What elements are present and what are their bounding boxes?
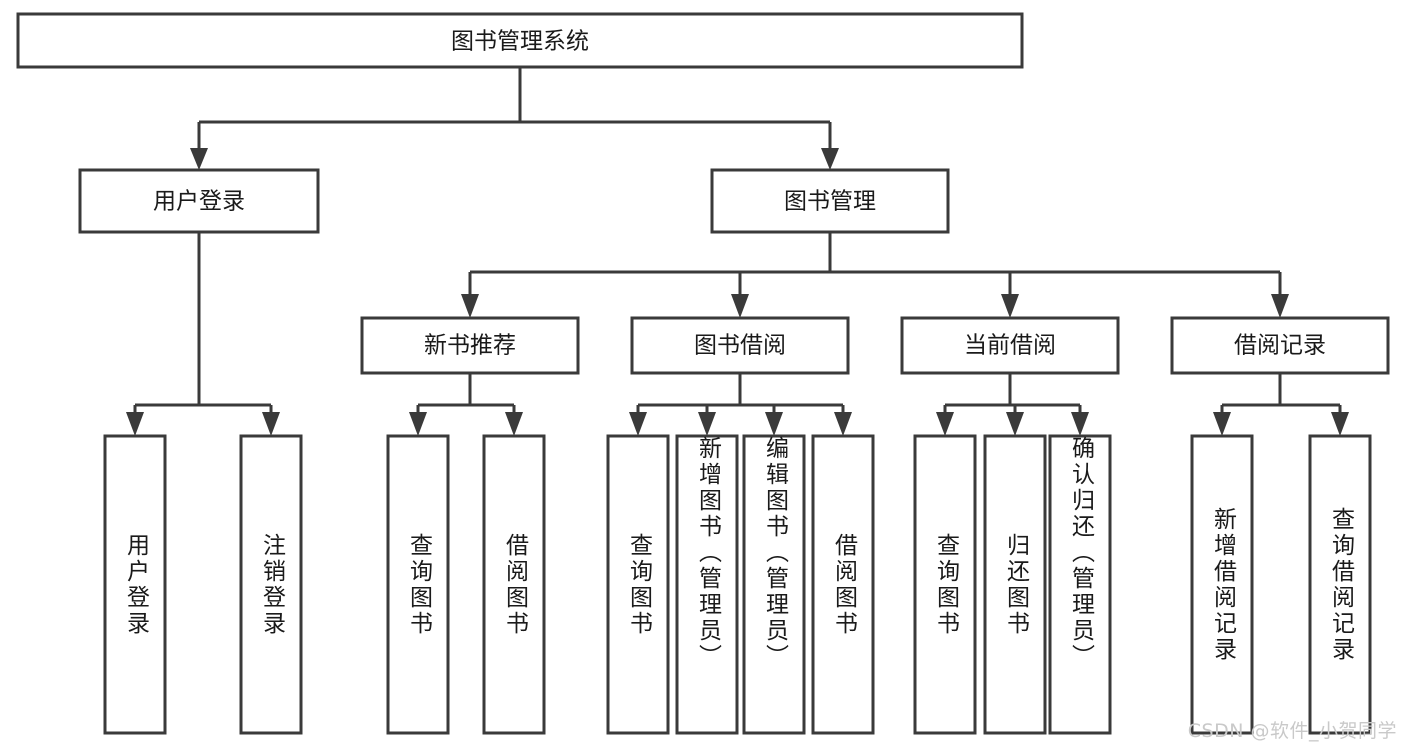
leaf-logout-box[interactable] (239, 434, 303, 735)
arrow-head-nb-leaf2 (505, 412, 523, 436)
leaf-node[interactable]: 新增图书（管理员） (675, 434, 739, 735)
leaf-bb-edit-book-label: 编辑图书（管理员） (761, 436, 788, 670)
arrow-head-book-mgmt (821, 148, 839, 170)
leaf-node[interactable]: 注销登录 (239, 434, 303, 735)
leaf-bb-borrow-book-box[interactable] (811, 434, 875, 735)
node-borrow-record[interactable]: 借阅记录 (1170, 316, 1390, 375)
node-user-login-box[interactable] (78, 168, 320, 234)
leaf-node[interactable]: 借阅图书 (482, 434, 546, 735)
node-book-management[interactable]: 图书管理 (710, 168, 950, 234)
arrow-head-bb-leaf4 (834, 412, 852, 436)
arrow-head-newbook (461, 294, 479, 318)
leaf-user-login-box[interactable] (103, 434, 167, 735)
arrow-head-bb-leaf1 (629, 412, 647, 436)
node-borrow-record-box[interactable] (1170, 316, 1390, 375)
leaf-br-add-record-text-wrap: 新增借阅记录 (1209, 506, 1236, 663)
leaf-br-query-record-text-wrap: 查询借阅记录 (1327, 506, 1354, 663)
arrow-head-leaf-user-login (126, 412, 144, 436)
arrow-head-cb-leaf3 (1071, 412, 1089, 436)
node-root[interactable]: 图书管理系统 (16, 12, 1024, 69)
node-new-book-recommend-box[interactable] (360, 316, 580, 375)
leaf-node[interactable]: 确认归还（管理员） (1048, 434, 1112, 735)
leaf-bb-edit-book-text-wrap: 编辑图书（管理员） (761, 436, 788, 670)
arrow-head-br-leaf1 (1213, 412, 1231, 436)
leaf-bb-add-book-label: 新增图书（管理员） (694, 436, 721, 670)
leaf-nb-borrow-book-text-wrap: 借阅图书 (501, 532, 528, 637)
leaf-user-login-label: 用户登录 (122, 532, 149, 637)
leaf-cb-return-book-label: 归还图书 (1002, 532, 1029, 637)
arrow-head-current (1001, 294, 1019, 318)
leaf-bb-borrow-book-text-wrap: 借阅图书 (830, 532, 857, 637)
leaf-bb-query-book-box[interactable] (606, 434, 670, 735)
leaf-nb-query-book-label: 查询图书 (405, 532, 432, 637)
leaf-node[interactable]: 借阅图书 (811, 434, 875, 735)
arrow-head-br-leaf2 (1331, 412, 1349, 436)
leaf-nb-query-book-text-wrap: 查询图书 (405, 532, 432, 637)
leaf-cb-confirm-return-box[interactable] (1048, 434, 1112, 735)
leaf-cb-confirm-return-label: 确认归还（管理员） (1067, 436, 1094, 670)
leaf-br-add-record-label: 新增借阅记录 (1209, 506, 1236, 663)
leaf-nb-query-book-box[interactable] (386, 434, 450, 735)
leaf-node[interactable]: 编辑图书（管理员） (742, 434, 806, 735)
leaf-node[interactable]: 用户登录 (103, 434, 167, 735)
leaf-node[interactable]: 新增借阅记录 (1190, 434, 1254, 735)
leaf-br-query-record-label: 查询借阅记录 (1327, 506, 1354, 663)
arrow-head-bb-leaf2 (698, 412, 716, 436)
leaf-cb-query-book-text-wrap: 查询图书 (932, 532, 959, 637)
leaf-bb-add-book-text-wrap: 新增图书（管理员） (694, 436, 721, 670)
leaf-cb-confirm-return-text-wrap: 确认归还（管理员） (1067, 436, 1094, 670)
node-book-borrow[interactable]: 图书借阅 (630, 316, 850, 375)
leaf-bb-query-book-text-wrap: 查询图书 (625, 532, 652, 637)
arrow-head-cb-leaf1 (936, 412, 954, 436)
leaf-cb-query-book-box[interactable] (913, 434, 977, 735)
arrow-head-nb-leaf1 (409, 412, 427, 436)
node-user-login[interactable]: 用户登录 (78, 168, 320, 234)
arrow-head-record (1271, 294, 1289, 318)
node-user-login-label: 用户登录 (153, 189, 245, 215)
leaf-node[interactable]: 查询图书 (386, 434, 450, 735)
leaf-bb-edit-book-box[interactable] (742, 434, 806, 735)
leaf-br-add-record-box[interactable] (1190, 434, 1254, 735)
node-borrow-record-label: 借阅记录 (1234, 333, 1326, 359)
arrow-head-bb-leaf3 (765, 412, 783, 436)
leaf-logout-text-wrap: 注销登录 (258, 532, 285, 637)
leaf-node[interactable]: 查询图书 (606, 434, 670, 735)
leaf-bb-borrow-book-label: 借阅图书 (830, 532, 857, 637)
node-current-borrow-box[interactable] (900, 316, 1120, 375)
node-new-book-recommend[interactable]: 新书推荐 (360, 316, 580, 375)
node-root-box[interactable] (16, 12, 1024, 69)
arrow-head-leaf-logout (262, 412, 280, 436)
node-root-label: 图书管理系统 (451, 29, 589, 55)
node-book-management-box[interactable] (710, 168, 950, 234)
leaf-br-query-record-box[interactable] (1308, 434, 1372, 735)
leaf-node[interactable]: 查询图书 (913, 434, 977, 735)
leaf-bb-query-book-label: 查询图书 (625, 532, 652, 637)
node-book-management-label: 图书管理 (784, 189, 876, 215)
leaf-nb-borrow-book-label: 借阅图书 (501, 532, 528, 637)
leaf-user-login-text-wrap: 用户登录 (122, 532, 149, 637)
leaf-cb-return-book-box[interactable] (983, 434, 1047, 735)
edge-group (126, 67, 1349, 436)
node-current-borrow-label: 当前借阅 (964, 333, 1056, 359)
leaf-bb-add-book-box[interactable] (675, 434, 739, 735)
leaf-cb-query-book-label: 查询图书 (932, 532, 959, 637)
node-current-borrow[interactable]: 当前借阅 (900, 316, 1120, 375)
leaf-node[interactable]: 归还图书 (983, 434, 1047, 735)
node-book-borrow-box[interactable] (630, 316, 850, 375)
leaf-logout-label: 注销登录 (258, 532, 285, 637)
arrow-head-borrow (731, 294, 749, 318)
leaf-cb-return-book-text-wrap: 归还图书 (1002, 532, 1029, 637)
node-book-borrow-label: 图书借阅 (694, 333, 786, 359)
arrow-head-user-login (190, 148, 208, 170)
leaf-nb-borrow-book-box[interactable] (482, 434, 546, 735)
node-new-book-recommend-label: 新书推荐 (424, 333, 516, 359)
leaf-node[interactable]: 查询借阅记录 (1308, 434, 1372, 735)
arrow-head-cb-leaf2 (1006, 412, 1024, 436)
